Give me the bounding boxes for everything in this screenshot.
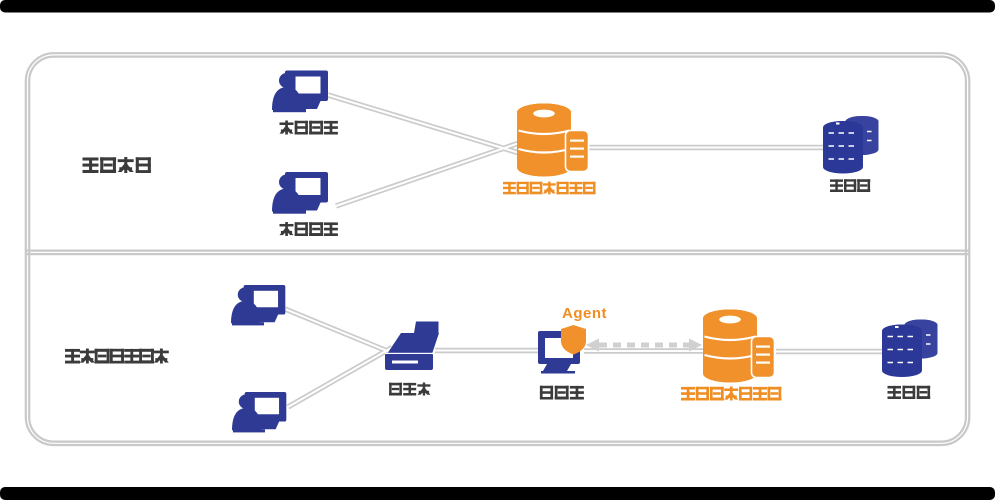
svg-text:Agent: Agent	[562, 305, 607, 322]
